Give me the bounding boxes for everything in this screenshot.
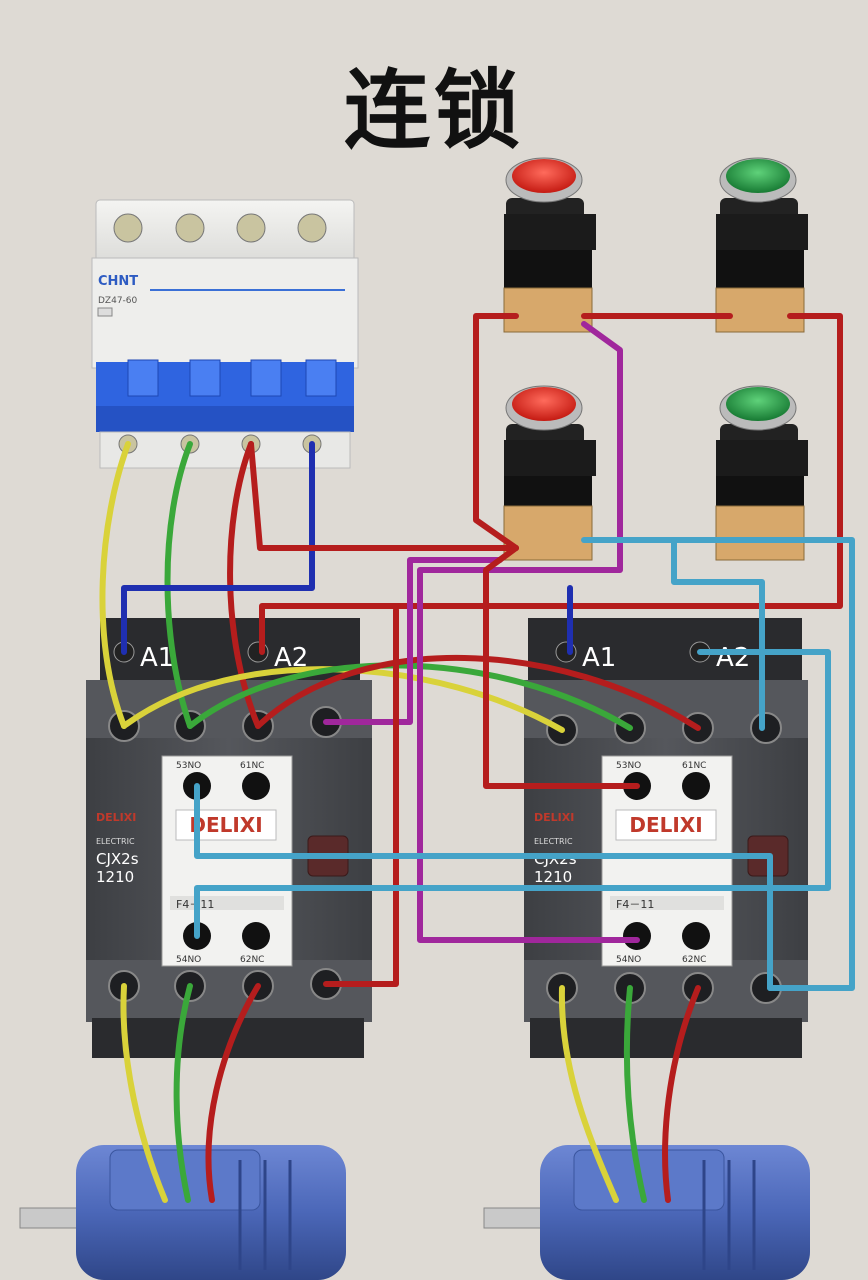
breaker-top-terminals	[113, 213, 327, 243]
breaker-switch-toggles[interactable]	[96, 359, 354, 432]
wire-red-aux-c2	[483, 545, 640, 789]
contactor-2-aux-61nc: 61NC	[682, 761, 706, 771]
contactor-1-aux-54no: 54NO	[176, 955, 201, 965]
wire-red-c1-motor	[205, 983, 261, 1203]
push-button-3-red[interactable]	[503, 385, 596, 561]
wire-yellow-c1-motor	[120, 983, 168, 1203]
wire-green-c2-motor	[623, 985, 647, 1203]
push-button-1-red[interactable]	[503, 157, 596, 333]
wire-red-aux-c1-bottom	[323, 607, 399, 987]
push-button-4-green[interactable]	[715, 385, 808, 561]
contactor-1-side-brand: DELIXI	[96, 811, 136, 824]
contactor-2-side-brand: DELIXI	[534, 811, 574, 824]
contactor-1-aux-61nc: 61NC	[240, 761, 264, 771]
contactor-1-rating: 1210	[96, 868, 134, 886]
wire-purple-2	[323, 557, 503, 725]
wire-red-cross	[255, 654, 701, 731]
breaker-model: DZ47-60	[98, 296, 138, 306]
wire-blue-breaker-a1	[121, 441, 315, 655]
contactor-2-rating: 1210	[534, 868, 572, 886]
contactor-2-electric: ELECTRIC	[534, 837, 573, 846]
push-button-2-green[interactable]	[715, 157, 808, 333]
contactor-2-aux-module: F4－11	[616, 898, 654, 911]
contactor-1-top-terminals	[108, 706, 342, 742]
contactor-2-a2-label: A2	[716, 643, 750, 673]
wire-green-cross	[187, 662, 633, 731]
wire-green-breaker-c1	[164, 441, 193, 729]
diagram-title: 连锁	[344, 61, 524, 161]
wire-green-c1-motor	[173, 983, 193, 1203]
contactor-1-aux-block: 53NO 61NC DELIXI F4－11 54NO 62NC	[161, 755, 293, 967]
contactor-1-a1-label: A1	[140, 643, 174, 673]
wire-yellow-breaker-c1	[99, 441, 131, 729]
motor-1	[19, 1145, 346, 1280]
wire-cyan-2	[194, 649, 831, 939]
contactor-2-aux-62nc: 62NC	[682, 955, 706, 965]
contactor-2: A1 A2 DELIXI ELECTRIC CJX2s 1210 53NO 61…	[524, 618, 808, 1058]
contactor-1-brand: DELIXI	[189, 813, 262, 837]
contactor-1-aux-53no: 53NO	[176, 761, 201, 771]
wire-red-stop-loop	[473, 313, 519, 551]
contactor-2-brand: DELIXI	[629, 813, 702, 837]
contactor-2-aux-54no: 54NO	[616, 955, 641, 965]
wire-red-c2-motor	[662, 985, 701, 1203]
motor-2	[483, 1145, 810, 1280]
wire-cyan-4	[767, 537, 855, 991]
contactor-2-aux-53no: 53NO	[616, 761, 641, 771]
contactor-2-a1-label: A1	[582, 643, 616, 673]
contactor-1-series: CJX2s	[96, 850, 139, 868]
wire-cyan-3	[194, 783, 773, 991]
wire-red-breaker-stop	[248, 441, 519, 551]
wire-red-right-riser	[259, 313, 843, 655]
contactor-1-aux-62nc: 62NC	[240, 955, 264, 965]
wire-purple-1	[417, 321, 640, 943]
breaker-brand: CHNT	[98, 274, 138, 289]
contactor-1-electric: ELECTRIC	[96, 837, 135, 846]
wires	[99, 313, 855, 1203]
contactor-2-bottom-terminals	[546, 972, 782, 1004]
wire-yellow-c2-motor	[558, 985, 619, 1203]
circuit-breaker: CHNT DZ47-60	[91, 199, 359, 469]
